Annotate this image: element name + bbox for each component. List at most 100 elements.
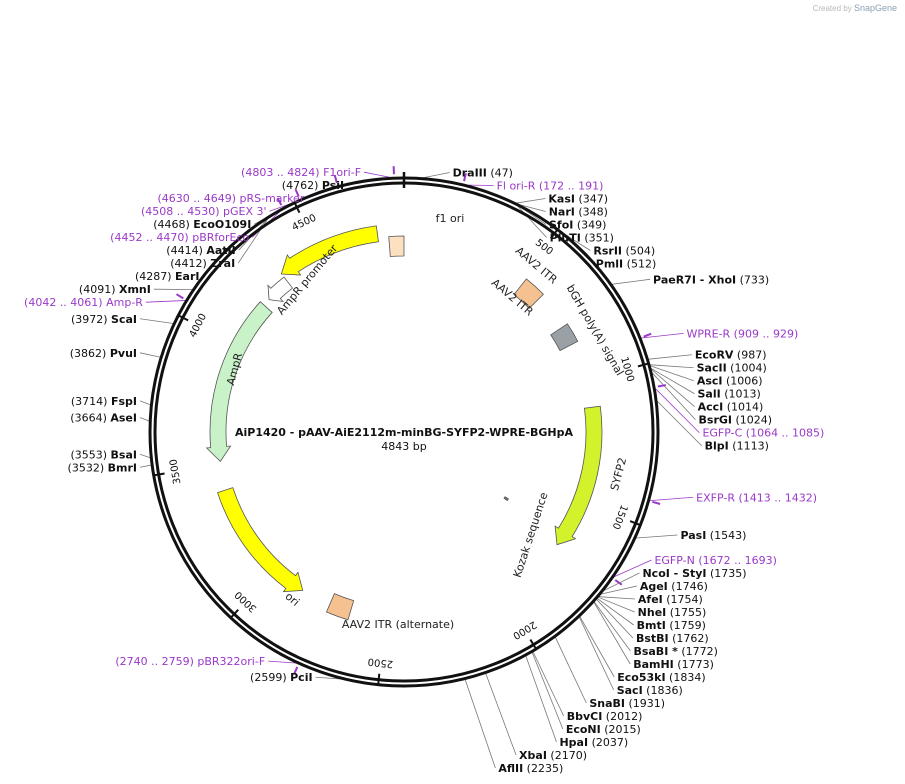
enzyme-label-econi: EcoNI (2015) xyxy=(566,723,641,736)
enzyme-label-kasi: KasI (347) xyxy=(548,192,608,205)
feature-syfp2 xyxy=(554,405,603,546)
watermark-brand: SnapGene xyxy=(853,3,897,13)
leader-pasi xyxy=(634,534,678,539)
tick-2000 xyxy=(529,639,537,650)
primer-mark-egfp-n xyxy=(614,579,623,586)
leader-bsrgi xyxy=(650,370,696,420)
feature-label-f1-ori-0: f1 ori xyxy=(436,212,465,225)
enzyme-label-xmni: (4091) XmnI xyxy=(79,283,151,296)
tick-label-4000: 4000 xyxy=(188,312,209,340)
watermark-prefix: Created by xyxy=(812,4,852,13)
enzyme-label-scai: (3972) ScaI xyxy=(71,313,137,326)
feature-aav2-itr-2 xyxy=(388,235,405,257)
leader-sacii xyxy=(648,364,694,369)
snapgene-watermark: Created by SnapGene xyxy=(813,3,897,13)
leader-pvui xyxy=(139,352,162,358)
primer-mark-fl-ori-r xyxy=(463,173,467,182)
enzyme-label-hpai: HpaI (2037) xyxy=(559,736,628,749)
enzyme-label-asci: AscI (1006) xyxy=(697,375,763,388)
leader-bstbi xyxy=(595,598,634,639)
site-labels: DraIII (47)Fl ori-R (172 .. 191)KasI (34… xyxy=(24,166,824,775)
enzyme-label-paer7i-xhoi: PaeR7I - XhoI (733) xyxy=(653,273,769,286)
leader-xbai xyxy=(485,672,517,756)
label-leader-lines xyxy=(139,166,702,769)
leader-kasi xyxy=(514,198,546,204)
enzyme-label-saci: SacI (1836) xyxy=(617,684,683,697)
primer-label-egfp-c: EGFP-C (1064 .. 1085) xyxy=(702,427,824,440)
leader-hpai xyxy=(525,654,557,743)
enzyme-label-bbvci: BbvCI (2012) xyxy=(567,710,643,723)
enzyme-label-psii: (4762) PsiI xyxy=(282,179,344,192)
feature-ori xyxy=(217,487,304,593)
primer-mark-exfp-r xyxy=(652,500,661,505)
feature-aav2-itr-1 xyxy=(513,278,544,309)
primer-label-pbr322ori-f: (2740 .. 2759) pBR322ori-F xyxy=(115,655,265,668)
feature-label-kozak-sequence-9: Kozak sequence xyxy=(511,490,551,579)
leader-egfp-c xyxy=(653,386,700,434)
primer-mark-wpre-r xyxy=(643,332,652,338)
primer-mark-amp-r xyxy=(175,293,184,300)
feature-label-bgh-poly-a-signal-3: bGH poly(A) signal xyxy=(564,283,627,378)
enzyme-label-afei: AfeI (1754) xyxy=(638,593,703,606)
leader-saci xyxy=(578,616,615,691)
enzyme-label-ecoo109i: (4468) EcoO109I xyxy=(153,218,251,231)
enzyme-label-blpi: BlpI (1113) xyxy=(705,440,769,453)
enzyme-label-pmli: PmlI (512) xyxy=(596,257,656,270)
enzyme-label-pluti: PluTI (351) xyxy=(550,231,614,244)
tick-1500 xyxy=(629,520,641,527)
feature-label-aav2-itr-alternate-7: AAV2 ITR (alternate) xyxy=(342,618,454,631)
leader-agei xyxy=(599,585,637,595)
enzyme-label-ncoi-styi: NcoI - StyI (1735) xyxy=(642,567,746,580)
feature-f1-ori xyxy=(280,225,379,276)
primer-mark-pbrforeco xyxy=(276,197,283,206)
leader-aflii xyxy=(464,678,496,769)
tick-label-2500: 2500 xyxy=(367,656,393,670)
enzyme-label-eari: (4287) EarI xyxy=(135,270,200,283)
leader-afei xyxy=(597,596,635,600)
enzyme-label-aflii: AflII (2235) xyxy=(498,762,563,775)
tick-label-2000: 2000 xyxy=(511,618,538,641)
tick-label-1500: 1500 xyxy=(610,503,630,531)
enzyme-label-acci: AccI (1014) xyxy=(698,401,764,414)
leader-bsai xyxy=(139,453,152,459)
tick-4000 xyxy=(177,314,189,322)
leader-pluti xyxy=(515,203,547,238)
tick-500 xyxy=(550,228,559,239)
feature-aav2-itr-alternate-7 xyxy=(325,593,355,621)
feature-ampr-promoter xyxy=(267,276,294,303)
plasmid-name: AiP1420 - pAAV-AiE2112m-minBG-SYFP2-WPRE… xyxy=(235,426,574,439)
enzyme-label-pasi: PasI (1543) xyxy=(680,529,746,542)
tick-label-3500: 3500 xyxy=(168,458,183,485)
leader-bbvci xyxy=(532,650,565,717)
enzyme-label-fspi: (3714) FspI xyxy=(71,395,137,408)
primer-label-fl-ori-r: Fl ori-R (172 .. 191) xyxy=(497,179,604,192)
plasmid-length: 4843 bp xyxy=(381,440,426,453)
primer-label-amp-r: (4042 .. 4061) Amp-R xyxy=(24,296,143,309)
primer-label-f1ori-f: (4803 .. 4824) F1ori-F xyxy=(241,166,361,179)
enzyme-label-bmti: BmtI (1759) xyxy=(637,619,706,632)
enzyme-label-draiii: DraIII (47) xyxy=(453,166,513,179)
primer-mark-prs-marker xyxy=(333,174,338,184)
enzyme-label-rsrii: RsrII (504) xyxy=(593,244,655,257)
enzyme-label-xbai: XbaI (2170) xyxy=(519,749,587,762)
leader-ncoi-styi xyxy=(601,572,640,593)
enzyme-label-asei: (3664) AseI xyxy=(70,411,137,424)
leader-wpre-r xyxy=(639,333,684,339)
enzyme-label-pvui: (3862) PvuI xyxy=(70,347,137,360)
leader-egfp-n xyxy=(611,559,652,579)
enzyme-label-nari: NarI (348) xyxy=(549,205,608,218)
tick-3500 xyxy=(153,472,165,477)
primer-mark-egfp-c xyxy=(657,384,667,388)
enzyme-label-bsai: (3553) BsaI xyxy=(70,448,137,461)
leader-pbr322ori-f xyxy=(268,660,300,664)
tick-label-4500: 4500 xyxy=(290,213,318,234)
enzyme-label-sacii: SacII (1004) xyxy=(697,362,767,375)
leader-snabi xyxy=(554,636,587,704)
enzyme-label-bamhi: BamHI (1773) xyxy=(633,658,714,671)
enzyme-label-bmri: (3532) BmrI xyxy=(68,461,137,474)
feature-label-syfp2-8: SYFP2 xyxy=(608,456,629,492)
primer-label-wpre-r: WPRE-R (909 .. 929) xyxy=(686,327,798,340)
leader-eco53ki xyxy=(579,615,615,678)
